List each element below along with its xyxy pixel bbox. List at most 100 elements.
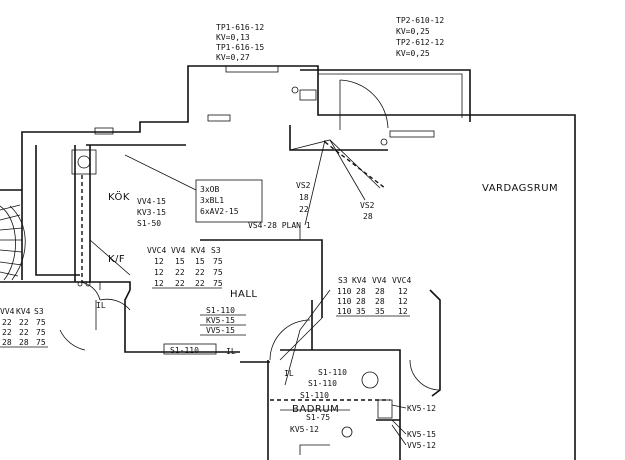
left-cell: 28 bbox=[2, 338, 12, 347]
bath-s1-75-label: S1-75 bbox=[306, 413, 330, 422]
kitchen-valve-1: VV4-15 bbox=[137, 197, 166, 206]
left-th-3: S3 bbox=[34, 307, 44, 316]
tp1-label-2: KV=0,13 bbox=[216, 33, 250, 42]
tp1-label-1: TP1-616-12 bbox=[216, 23, 264, 32]
kitchen-valve-3: S1-50 bbox=[137, 219, 161, 228]
left-cell: 28 bbox=[19, 338, 29, 347]
top-right-labels: TP2-610-12 KV=0,25 TP2-612-12 KV=0,25 bbox=[396, 16, 444, 58]
toilet-icon bbox=[361, 371, 379, 389]
doors bbox=[59, 79, 441, 391]
right-cell: 12 bbox=[398, 287, 408, 296]
bath-drain-label-1: S1-110 bbox=[318, 368, 347, 377]
kitchen-box-line-3: 6xAV2-15 bbox=[200, 207, 239, 216]
room-label-kf: K/F bbox=[108, 254, 125, 265]
right-th-4: VVC4 bbox=[392, 276, 411, 285]
bath-kv5-12-left: KV5-12 bbox=[290, 425, 319, 434]
right-cell: 35 bbox=[375, 307, 385, 316]
right-cell: 110 bbox=[337, 287, 352, 296]
balcony-right bbox=[300, 69, 471, 122]
kitchen-equipment-box bbox=[195, 179, 263, 223]
hall-valve-1: S1-110 bbox=[206, 306, 235, 315]
left-cell: 75 bbox=[36, 338, 46, 347]
bath-vv5-12-label: VV5-12 bbox=[407, 441, 436, 450]
left-cell: 75 bbox=[36, 318, 46, 327]
hall-th-2: VV4 bbox=[171, 246, 186, 255]
hall-cell: 22 bbox=[175, 268, 185, 277]
hall-cell: 22 bbox=[195, 268, 205, 277]
room-label-living: VARDAGSRUM bbox=[482, 183, 558, 194]
tp2-label-1: TP2-610-12 bbox=[396, 16, 444, 25]
left-cell: 22 bbox=[2, 318, 12, 327]
pipe-lines bbox=[72, 281, 393, 455]
right-cell: 12 bbox=[398, 307, 408, 316]
hall-cell: 12 bbox=[154, 279, 164, 288]
right-cell: 28 bbox=[375, 297, 385, 306]
vs2-size-c: 28 bbox=[363, 212, 373, 221]
hall-cell: 15 bbox=[175, 257, 185, 266]
right-pipe-table: S3 KV4 VV4 VVC4 110 28 28 12 110 28 28 1… bbox=[336, 276, 411, 317]
kitchen-valve-2: KV3-15 bbox=[137, 208, 166, 217]
bath-drain-label-3: S1-110 bbox=[300, 391, 329, 400]
hall-cell: 15 bbox=[195, 257, 205, 266]
hall-th-3: KV4 bbox=[191, 246, 206, 255]
hall-valve-2: KV5-15 bbox=[206, 316, 235, 325]
kitchen-box-line-2: 3xBL1 bbox=[200, 196, 224, 205]
tp2-label-2: KV=0,25 bbox=[396, 27, 430, 36]
hall-cell: 75 bbox=[213, 257, 223, 266]
vs4-plan-label: VS4-28 PLAN 1 bbox=[248, 221, 311, 230]
left-cell: 22 bbox=[19, 318, 29, 327]
left-th-2: KV4 bbox=[16, 307, 31, 316]
right-cell: 12 bbox=[398, 297, 408, 306]
hall-th-1: VVC4 bbox=[147, 246, 166, 255]
hall-cell: 22 bbox=[195, 279, 205, 288]
wall-top-right bbox=[317, 84, 576, 460]
vs2-size-a: 18 bbox=[299, 193, 309, 202]
right-cell: 28 bbox=[356, 297, 366, 306]
wall-top-left bbox=[21, 84, 189, 280]
hall-valve-3: VV5-15 bbox=[206, 326, 235, 335]
right-th-1: S3 bbox=[338, 276, 348, 285]
room-label-hall: HALL bbox=[230, 289, 258, 300]
right-cell: 110 bbox=[337, 297, 352, 306]
room-label-bath: BADRUM bbox=[292, 404, 339, 415]
hall-cell: 75 bbox=[213, 279, 223, 288]
il-label-2: IL bbox=[226, 347, 236, 356]
kitchen-box-line-1: 3xOB bbox=[200, 185, 219, 194]
vs2-label-a: VS2 bbox=[296, 181, 311, 190]
sink-icon bbox=[71, 149, 97, 175]
kitchen-fixtures bbox=[71, 149, 263, 282]
hall-cell: 22 bbox=[175, 279, 185, 288]
hall-cell: 12 bbox=[154, 268, 164, 277]
floor-drain-label: S1-110 bbox=[170, 346, 199, 355]
drain-icon bbox=[341, 426, 353, 438]
bath-drain-label-2: S1-110 bbox=[308, 379, 337, 388]
right-cell: 110 bbox=[337, 307, 352, 316]
tp2-label-3: TP2-612-12 bbox=[396, 38, 444, 47]
right-cell: 28 bbox=[375, 287, 385, 296]
windows bbox=[94, 65, 435, 138]
duct-lines bbox=[289, 86, 388, 240]
balcony-left bbox=[187, 65, 319, 84]
hall-cell: 12 bbox=[154, 257, 164, 266]
staircase bbox=[0, 204, 26, 281]
tp2-label-4: KV=0,25 bbox=[396, 49, 430, 58]
hall-cell: 75 bbox=[213, 268, 223, 277]
left-cell: 75 bbox=[36, 328, 46, 337]
vs2-size-b: 22 bbox=[299, 205, 309, 214]
right-cell: 35 bbox=[356, 307, 366, 316]
right-cell: 28 bbox=[356, 287, 366, 296]
tp1-label-4: KV=0,27 bbox=[216, 53, 250, 62]
hall-pipe-table: VVC4 VV4 KV4 S3 12 15 15 75 12 22 22 75 … bbox=[147, 246, 223, 289]
left-pipe-table: VV4 KV4 S3 22 22 75 22 22 75 28 28 75 bbox=[0, 307, 48, 348]
tp1-label-3: TP1-616-15 bbox=[216, 43, 264, 52]
right-th-3: VV4 bbox=[372, 276, 387, 285]
room-label-kitchen: KÖK bbox=[108, 190, 130, 203]
il-label-3: IL bbox=[284, 369, 294, 378]
top-left-labels: TP1-616-12 KV=0,13 TP1-616-15 KV=0,27 bbox=[216, 23, 264, 62]
left-th-1: VV4 bbox=[0, 307, 15, 316]
left-cell: 22 bbox=[2, 328, 12, 337]
floor-drain-box bbox=[163, 343, 217, 355]
il-label-1: IL bbox=[96, 301, 106, 310]
left-cell: 22 bbox=[19, 328, 29, 337]
